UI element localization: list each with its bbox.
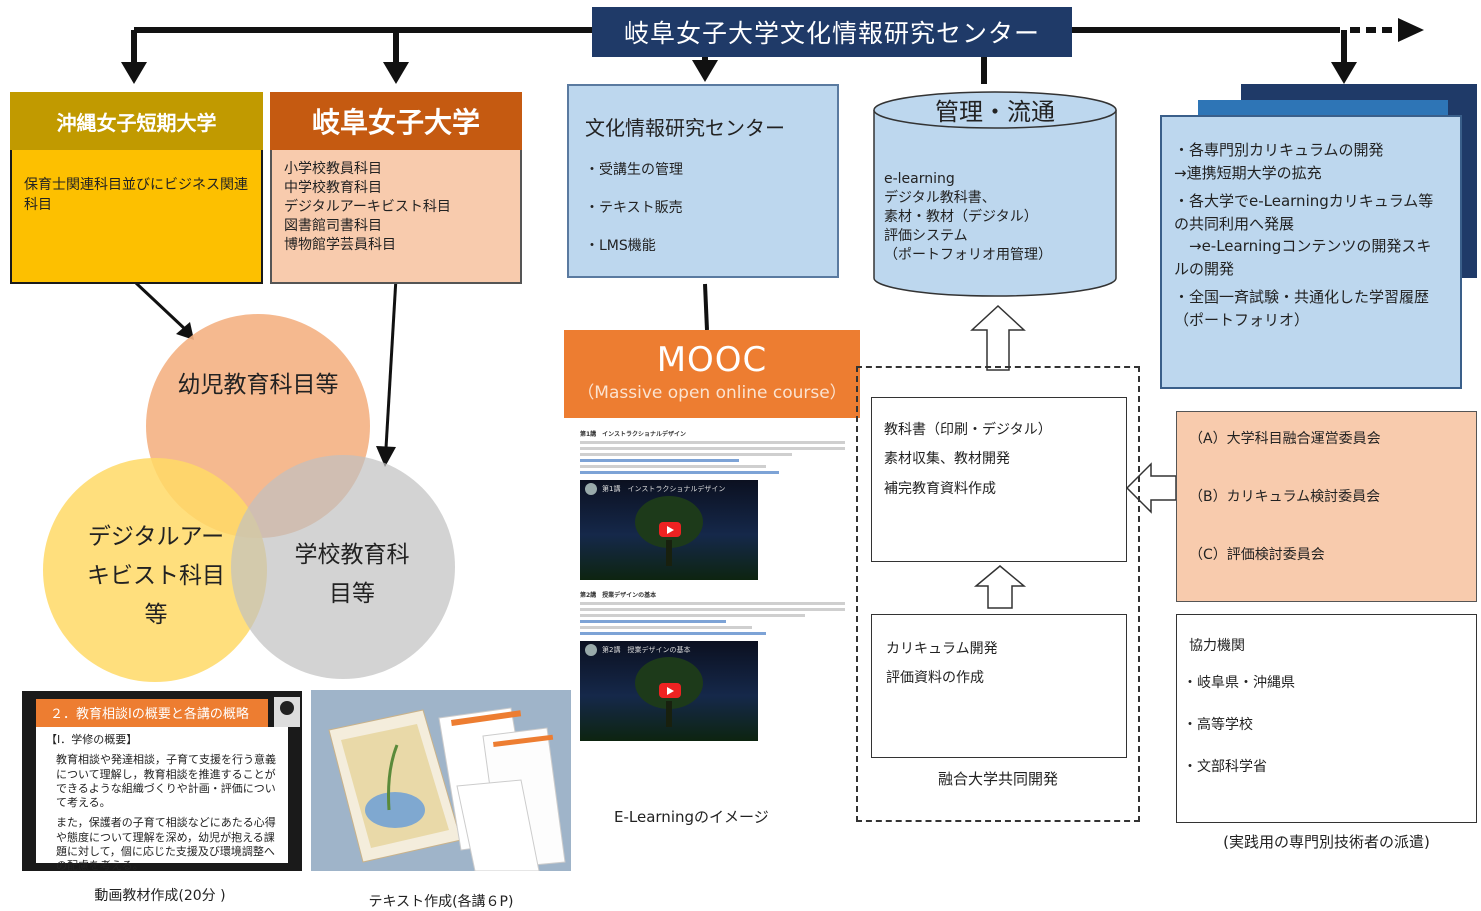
cooperation-item: ・文部科学省 [1183,759,1267,775]
outcome-item: ・各大学でe-Learningカリキュラム等の共同利用へ発展 →e-Learni… [1174,192,1434,278]
textbook-item: 補完教育資料作成 [884,480,996,497]
hollow-arrow-up-book [973,565,1027,609]
committee-item: （A）大学科目融合運営委員会 [1189,431,1381,447]
play-icon[interactable] [659,683,681,698]
cooperation-item: ・岐阜県・沖縄県 [1183,675,1295,691]
lecturer-avatar [274,697,300,727]
video-slide: 【Ⅰ．学修の概要】 教育相談や発達相談，子育て支援を行う意義について理解し，教育… [36,727,288,872]
research-center-title: 岐阜女子大学文化情報研究センター [592,7,1072,57]
video-player[interactable]: 第2講 授業デザインの基本 [580,641,758,741]
arrow-center [692,60,718,82]
database-line: e-learning [884,171,955,187]
link-okinawa-venn [134,281,188,332]
textbook-box: 教科書（印刷・デジタル） 素材収集、教材開発 補完教育資料作成 [871,397,1127,562]
center-functions-box: 文化情報研究センター ・受講生の管理 ・テキスト販売 ・LMS機能 [567,84,839,278]
slide-paragraph: 教育相談や発達相談，子育て支援を行う意義について理解し，教育相談を推進することが… [56,753,276,810]
okinawa-college-name: 沖縄女子短期大学 [10,92,263,150]
video-title: 第1講 インストラクショナルデザイン [602,485,726,493]
slide-section: 【Ⅰ．学修の概要】 [46,733,138,746]
mooc-title: MOOC [656,340,768,380]
elearning-screenshot: 第1講 インストラクショナルデザイン 第1講 インストラクショナルデザイン 第2… [580,425,845,770]
video-material-thumbnail: ２．教育相談Ⅰの概要と各講の概略 【Ⅰ．学修の概要】 教育相談や発達相談，子育て… [22,691,302,872]
slide-paragraph: また，保護者の子育て相談などにあたる心得や態度について理解を深め，幼児が抱える課… [56,816,276,873]
hollow-arrow-up-db [970,304,1026,371]
database-line: デジタル教科書、 [884,189,996,206]
link-gifu-venn [384,277,398,449]
database-line: （ポートフォリオ用管理） [884,246,1052,263]
gifu-subject: 小学校教員科目 [284,161,382,177]
video-caption: 動画教材作成(20分 ) [94,888,226,904]
cooperation-title: 協力機関 [1189,638,1245,654]
okinawa-subjects: 保育士関連科目並びにビジネス関連科目 [10,150,263,284]
committees-box: （A）大学科目融合運営委員会 （B）カリキュラム検討委員会 （C）評価検討委員会 [1176,411,1477,602]
mooc-box: MOOC （Massive open online course） [564,330,860,418]
lesson-heading: 第1講 インストラクショナルデザイン [580,431,687,438]
link-mooc [703,283,709,331]
gifu-university-name: 岐阜女子大学 [270,92,522,150]
fusion-dashed-frame [856,366,1140,822]
center-item: ・受講生の管理 [585,162,683,178]
venn-label-right: 学校教育科目等 [294,542,410,608]
center-title: 文化情報研究センター [585,116,785,140]
fusion-label: 融合大学共同開発 [937,770,1058,788]
database-line: 素材・教材（デジタル） [884,208,1038,225]
curriculum-item: 評価資料の作成 [886,670,984,687]
textbooks-photo [311,690,571,871]
database-title: 管理・流通 [935,98,1055,126]
outcome-item: ・全国一斉試験・共通化した学習履歴（ポートフォリオ） [1174,288,1430,329]
arrow-gifu [383,62,409,84]
venn-label-left: デジタルアーキビスト科目等 [87,524,225,629]
outcomes-box: ・各専門別カリキュラムの開発 →連携短期大学の拡充 ・各大学でe-Learnin… [1160,115,1462,389]
elearning-caption: E-Learningのイメージ [614,808,769,826]
database-contents: e-learning デジタル教科書、 素材・教材（デジタル） 評価システム （… [884,170,1084,264]
lesson-heading: 第2講 授業デザインの基本 [580,592,657,599]
center-item: ・テキスト販売 [585,200,683,216]
arrow-okinawa [121,62,147,84]
cooperation-item: ・高等学校 [1183,717,1253,733]
venn-circle-right [231,455,455,679]
mooc-subtitle: （Massive open online course） [577,383,847,403]
curriculum-box: カリキュラム開発 評価資料の作成 [871,614,1127,758]
committee-item: （C）評価検討委員会 [1189,547,1325,563]
text-caption: テキスト作成(各講６P) [368,894,514,910]
cooperation-note: (実践用の専門別技術者の派遣) [1223,833,1430,851]
outcome-item: ・各専門別カリキュラムの開発 →連携短期大学の拡充 [1174,141,1384,182]
textbook-item: 素材収集、教材開発 [884,451,1010,468]
bus-arrow-head [1398,18,1424,42]
venn-label-top: 幼児教育科目等 [177,372,339,398]
textbooks-illustration [328,707,566,871]
gifu-subjects: 小学校教員科目 中学校教育科目 デジタルアーキビスト科目 図書館司書科目 博物館… [270,150,522,284]
cooperation-box: 協力機関 ・岐阜県・沖縄県 ・高等学校 ・文部科学省 [1176,614,1477,823]
curriculum-item: カリキュラム開発 [886,641,998,657]
video-title: 第2講 授業デザインの基本 [602,646,691,654]
arrow-outcomes [1331,62,1357,84]
venn-circle-left [43,458,267,682]
gifu-subject: 博物館学芸員科目 [284,236,396,253]
video-header: ２．教育相談Ⅰの概要と各講の概略 [36,699,268,727]
textbook-item: 教科書（印刷・デジタル） [884,422,1052,438]
center-item: ・LMS機能 [585,238,656,254]
gifu-subject: 図書館司書科目 [284,217,382,234]
committee-item: （B）カリキュラム検討委員会 [1189,489,1381,505]
video-player[interactable]: 第1講 インストラクショナルデザイン [580,480,758,580]
database-line: 評価システム [884,227,968,244]
gifu-subject: デジタルアーキビスト科目 [284,198,451,215]
play-icon[interactable] [659,522,681,537]
gifu-subject: 中学校教育科目 [284,179,382,196]
database-cylinder [873,91,1117,297]
